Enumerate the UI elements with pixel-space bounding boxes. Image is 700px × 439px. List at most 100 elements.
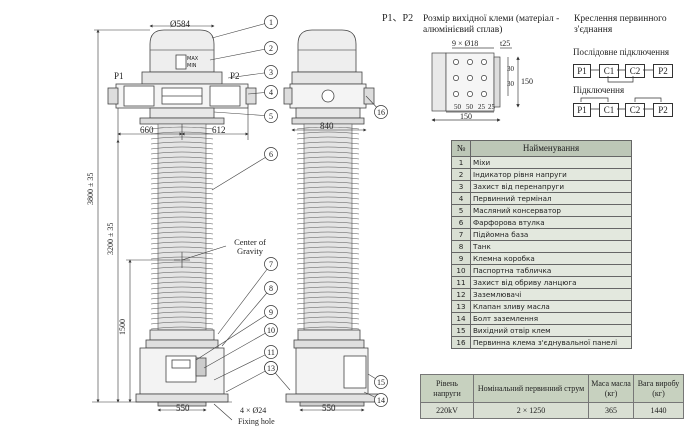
parts-row-number: 8 [451, 240, 471, 253]
parts-row-name: Первинний термінал [470, 192, 632, 205]
callout-number: 1 [269, 18, 273, 27]
parts-row-number: 12 [451, 288, 471, 301]
parts-row-name: Захист від перенапруги [470, 180, 632, 193]
callout-number: 9 [269, 308, 273, 317]
plate-150-right-label: 150 [521, 77, 533, 86]
parts-row-name: Паспортна табличка [470, 264, 632, 277]
parts-row-number: 14 [451, 312, 471, 325]
spec-header-oil: Маса масла (кг) [588, 374, 634, 403]
dim-584-label: Ø584 [170, 19, 190, 29]
terminal-plate-drawing [431, 47, 520, 122]
parallel-box-p2: P2 [653, 103, 673, 117]
dim-3200-label: 3200 ± 35 [106, 222, 115, 255]
callout-number: 16 [377, 108, 385, 117]
series-box-p1: P1 [573, 64, 591, 78]
parts-row-number: 13 [451, 300, 471, 313]
plate-t25-label: t25 [500, 39, 511, 48]
parts-row-name: Клемна коробка [470, 252, 632, 265]
parts-row-name: Масляний консерватор [470, 204, 632, 217]
side-view [283, 29, 375, 125]
plate-25b-label: 25 [488, 103, 495, 111]
min-label: MIN [187, 63, 197, 69]
spec-value-current: 2 × 1250 [473, 402, 589, 419]
callout-number: 6 [269, 150, 273, 159]
parts-row-name: Вихідний отвір клем [470, 324, 632, 337]
connection-lines [580, 69, 662, 110]
dimension-lines [92, 24, 367, 421]
terminal-p-label: P1、P2 [382, 13, 414, 24]
parts-row-number: 11 [451, 276, 471, 289]
parts-header-name: Найменування [470, 140, 632, 157]
callout-number: 14 [377, 396, 385, 405]
spec-header-current: Номінальний первинний струм [473, 374, 589, 403]
parts-row-number: 5 [451, 204, 471, 217]
parts-header-no: № [451, 140, 471, 157]
parts-row-name: Захист від обриву ланцюга [470, 276, 632, 289]
plate-150-bottom-label: 150 [460, 112, 472, 121]
parts-row-name: Болт заземлення [470, 312, 632, 325]
plate-50a-label: 50 [454, 103, 461, 111]
parts-row-name: Заземлювачі [470, 288, 632, 301]
fixing-hole-label: Fixing hole [238, 417, 275, 426]
callout-number: 8 [269, 284, 273, 293]
parts-row-number: 7 [451, 228, 471, 241]
parts-row-name: Міхи [470, 156, 632, 169]
series-title: Послідовне підключення [573, 47, 670, 57]
parts-row-name: Підйомна база [470, 228, 632, 241]
dim-550-left-label: 550 [176, 403, 190, 413]
dim-840-label: 840 [320, 121, 334, 131]
spec-value-oil: 365 [588, 402, 634, 419]
dim-660-label: 660 [140, 125, 154, 135]
parts-row-number: 16 [451, 336, 471, 349]
callout-number: 15 [377, 378, 385, 387]
callout-number: 10 [267, 326, 275, 335]
parts-row-name: Клапан зливу масла [470, 300, 632, 313]
parts-row-name: Індикатор рівня напруги [470, 168, 632, 181]
plate-25a-label: 25 [478, 103, 485, 111]
callout-number: 7 [269, 260, 273, 269]
series-box-p2: P2 [653, 64, 673, 78]
parallel-box-p1: P1 [573, 103, 591, 117]
plate-30a-label: 30 [507, 65, 514, 73]
spec-value-weight: 1440 [633, 402, 684, 419]
parallel-title: Підключення [573, 85, 625, 95]
spec-header-weight: Вага виробу (кг) [633, 374, 684, 403]
parts-row-number: 3 [451, 180, 471, 193]
p1-label: P1 [114, 71, 124, 81]
parts-row-name: Танк [470, 240, 632, 253]
dim-612-label: 612 [212, 125, 226, 135]
front-porcelain-bushing [150, 123, 214, 331]
parallel-box-c2: C2 [625, 103, 645, 117]
parts-row-number: 1 [451, 156, 471, 169]
dim-1500-label: 1500 [118, 319, 127, 335]
side-lower [285, 329, 379, 407]
callout-number: 5 [269, 112, 273, 121]
front-lower [135, 329, 229, 407]
callout-number: 2 [269, 44, 273, 53]
parts-row-number: 9 [451, 252, 471, 265]
parts-row-number: 15 [451, 324, 471, 337]
callout-number: 13 [267, 364, 275, 373]
spec-header-voltage: Рівень напруги [420, 374, 474, 403]
spec-table: Рівень напруги Номінальний первинний стр… [420, 374, 684, 419]
plate-30b-label: 30 [507, 80, 514, 88]
parts-row-name: Первинна клема з'єднувальної панелі [470, 336, 632, 349]
connection-title: Креслення первинного з'єднання [574, 14, 667, 35]
front-view [107, 29, 257, 125]
parts-row-number: 6 [451, 216, 471, 229]
dim-3800-label: 3800 ± 35 [86, 172, 95, 205]
parallel-box-c1: C1 [599, 103, 619, 117]
